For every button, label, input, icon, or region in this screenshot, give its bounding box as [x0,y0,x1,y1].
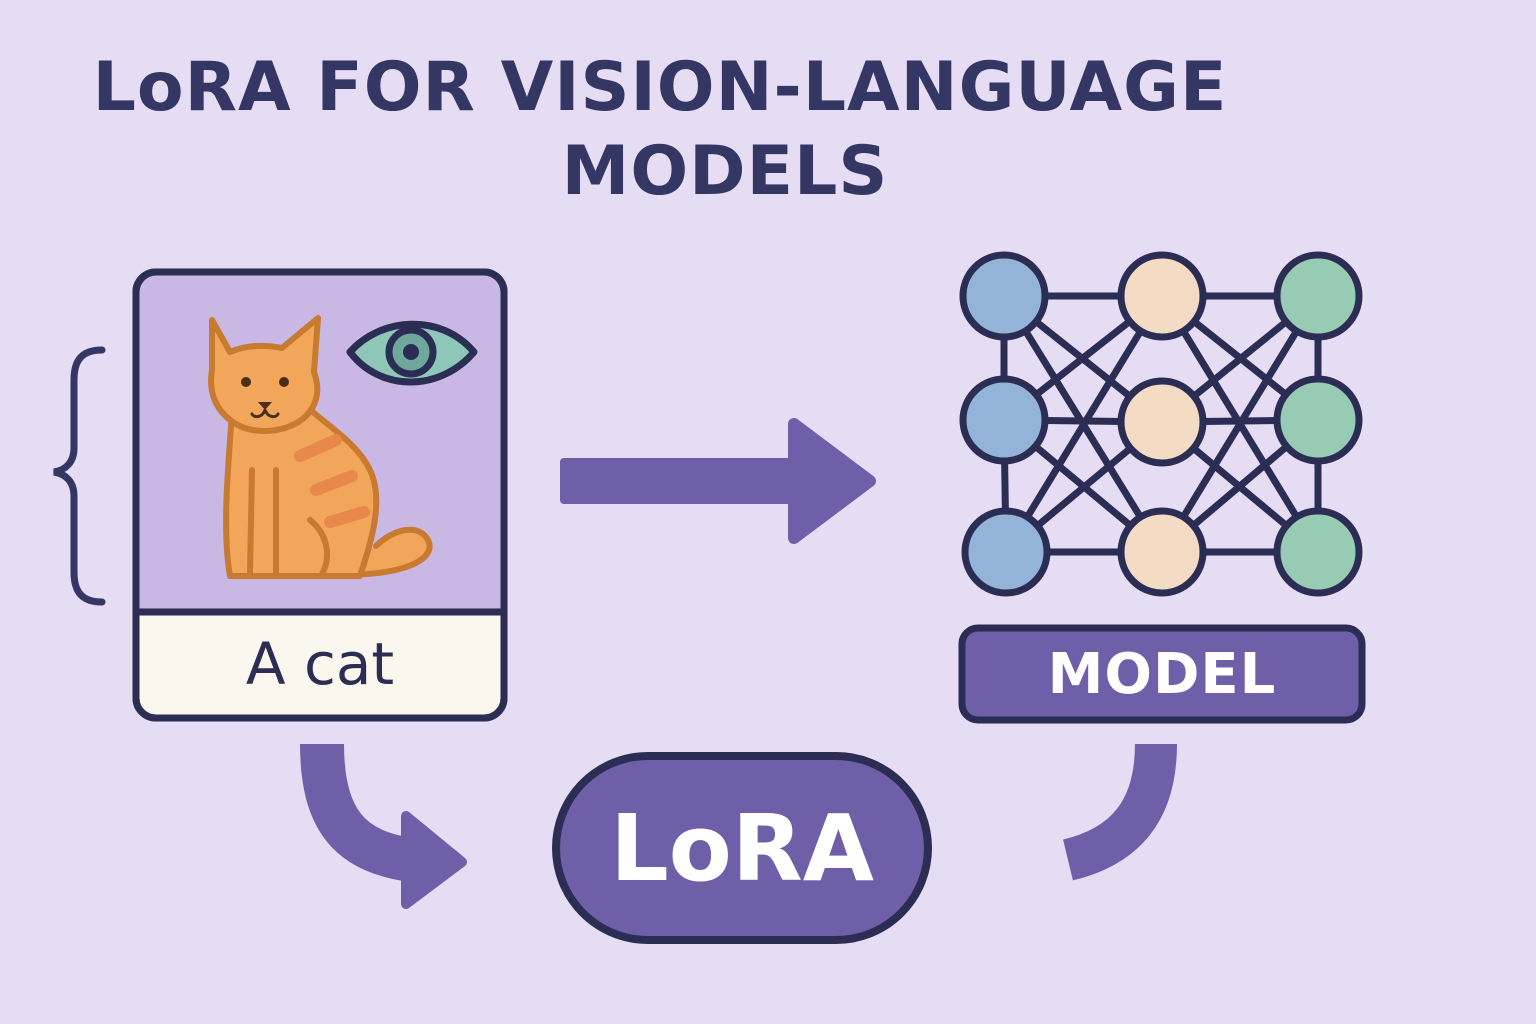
node-output-3 [1273,507,1363,597]
node-output-1 [1273,251,1363,341]
curved-connector-icon [1062,743,1177,881]
title-line-1: LoRA FOR VISION-LANGUAGE [92,48,1228,127]
model-box [958,624,1366,724]
node-hidden-1 [1117,251,1207,341]
lora-label: LoRA [610,794,874,902]
page-title: LoRA FOR VISION-LANGUAGE MODELS [0,46,1320,214]
title-line-2: MODELS [561,132,889,211]
node-output-2 [1273,375,1363,465]
node-hidden-3 [1117,507,1207,597]
arrow-right-icon [560,418,876,544]
node-input-2 [959,375,1049,465]
model-label: MODEL [1047,641,1277,707]
node-hidden-2 [1117,377,1207,467]
node-input-1 [959,251,1049,341]
cat-icon [208,315,433,579]
curved-arrow-icon [300,743,467,909]
lora-pill [552,752,932,944]
neural-network-icon [959,251,1363,597]
curly-brace-icon [53,346,106,606]
image-caption: A cat [245,630,395,698]
node-input-3 [961,507,1051,597]
eye-icon [346,320,478,386]
